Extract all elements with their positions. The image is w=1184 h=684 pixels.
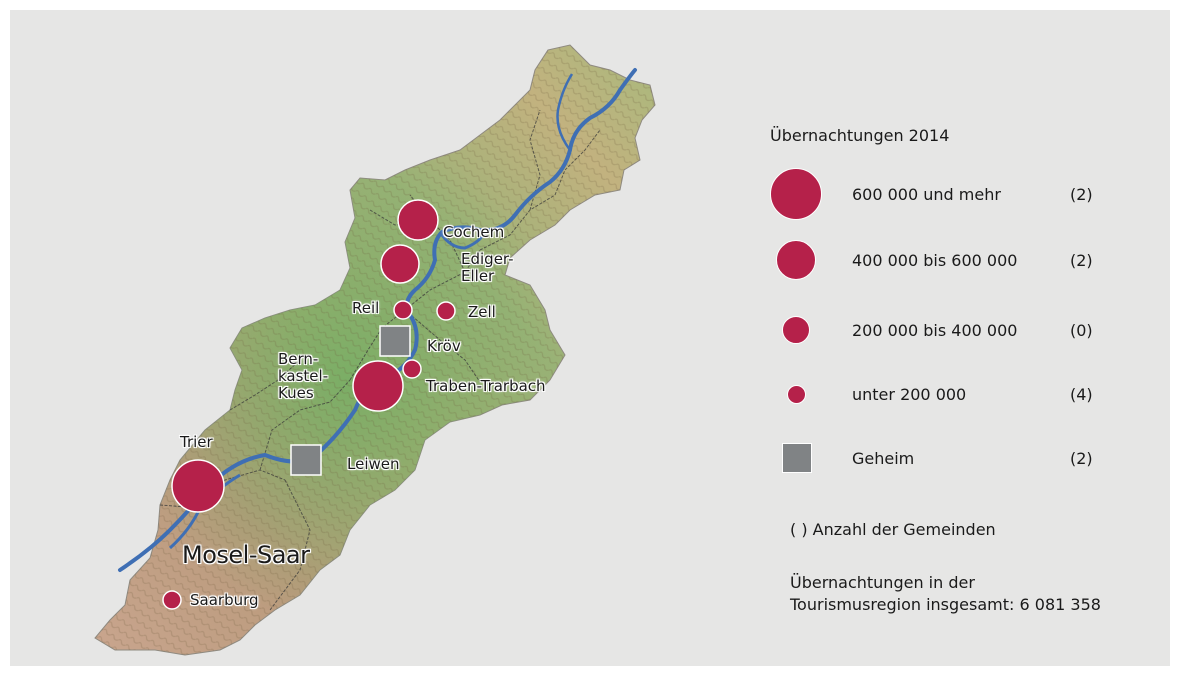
place-label-ediger-eller: Ediger- Eller (461, 250, 514, 285)
legend-label: 600 000 und mehr (852, 185, 1001, 204)
bernkastel-kues-marker (352, 360, 404, 412)
legend-symbol-circle-medium (776, 240, 816, 280)
legend-label: unter 200 000 (852, 385, 967, 404)
legend-symbol-circle-large (770, 168, 822, 220)
cochem-marker (397, 199, 439, 241)
leiwen-marker (290, 444, 322, 476)
place-label-trier: Trier (180, 433, 213, 451)
place-label-reil: Reil (352, 299, 380, 317)
place-label-leiwen: Leiwen (347, 455, 400, 473)
legend-count: (4) (1070, 385, 1093, 404)
legend-item: 400 000 bis 600 000 (2) (770, 236, 1150, 292)
legend-symbol-circle-small (782, 316, 810, 344)
legend-count: (0) (1070, 321, 1093, 340)
legend-item: 200 000 bis 400 000 (0) (770, 304, 1150, 360)
place-label-saarburg: Saarburg (190, 591, 259, 609)
legend-count: (2) (1070, 251, 1093, 270)
legend: Übernachtungen 2014 600 000 und mehr (2)… (770, 120, 1170, 640)
place-label-kroev: Kröv (427, 337, 461, 355)
zell-marker (436, 301, 456, 321)
saarburg-marker (162, 590, 182, 610)
map-panel: Cochem Ediger- Eller Reil Zell Kröv Trab… (10, 10, 1170, 666)
region-label: Mosel-Saar (182, 541, 310, 569)
municipal-boundaries (159, 109, 601, 611)
place-label-bernkastel-kues: Bern- kastel- Kues (278, 350, 329, 402)
legend-item: Geheim (2) (770, 434, 1150, 490)
legend-label: Geheim (852, 449, 915, 468)
place-label-traben-trarbach: Traben-Trarbach (426, 377, 546, 395)
total-line-2: Tourismusregion insgesamt: 6 081 358 (790, 595, 1101, 614)
ediger-eller-marker (380, 244, 420, 284)
mosel-river (118, 68, 637, 572)
legend-label: 400 000 bis 600 000 (852, 251, 1018, 270)
reil-marker (393, 300, 413, 320)
legend-title: Übernachtungen 2014 (770, 126, 950, 145)
legend-item: 600 000 und mehr (2) (770, 168, 1150, 224)
legend-label: 200 000 bis 400 000 (852, 321, 1018, 340)
place-label-cochem: Cochem (443, 223, 505, 241)
place-label-zell: Zell (468, 303, 496, 321)
legend-symbol-square (782, 443, 812, 473)
traben-trarbach-marker (402, 359, 422, 379)
legend-note: ( ) Anzahl der Gemeinden (790, 520, 996, 539)
legend-symbol-circle-tiny (787, 385, 806, 404)
legend-count: (2) (1070, 185, 1093, 204)
trier-marker (171, 459, 225, 513)
region-map (94, 44, 656, 656)
total-line-1: Übernachtungen in der (790, 573, 975, 592)
legend-count: (2) (1070, 449, 1093, 468)
legend-item: unter 200 000 (4) (770, 370, 1150, 426)
kroev-marker (379, 325, 411, 357)
